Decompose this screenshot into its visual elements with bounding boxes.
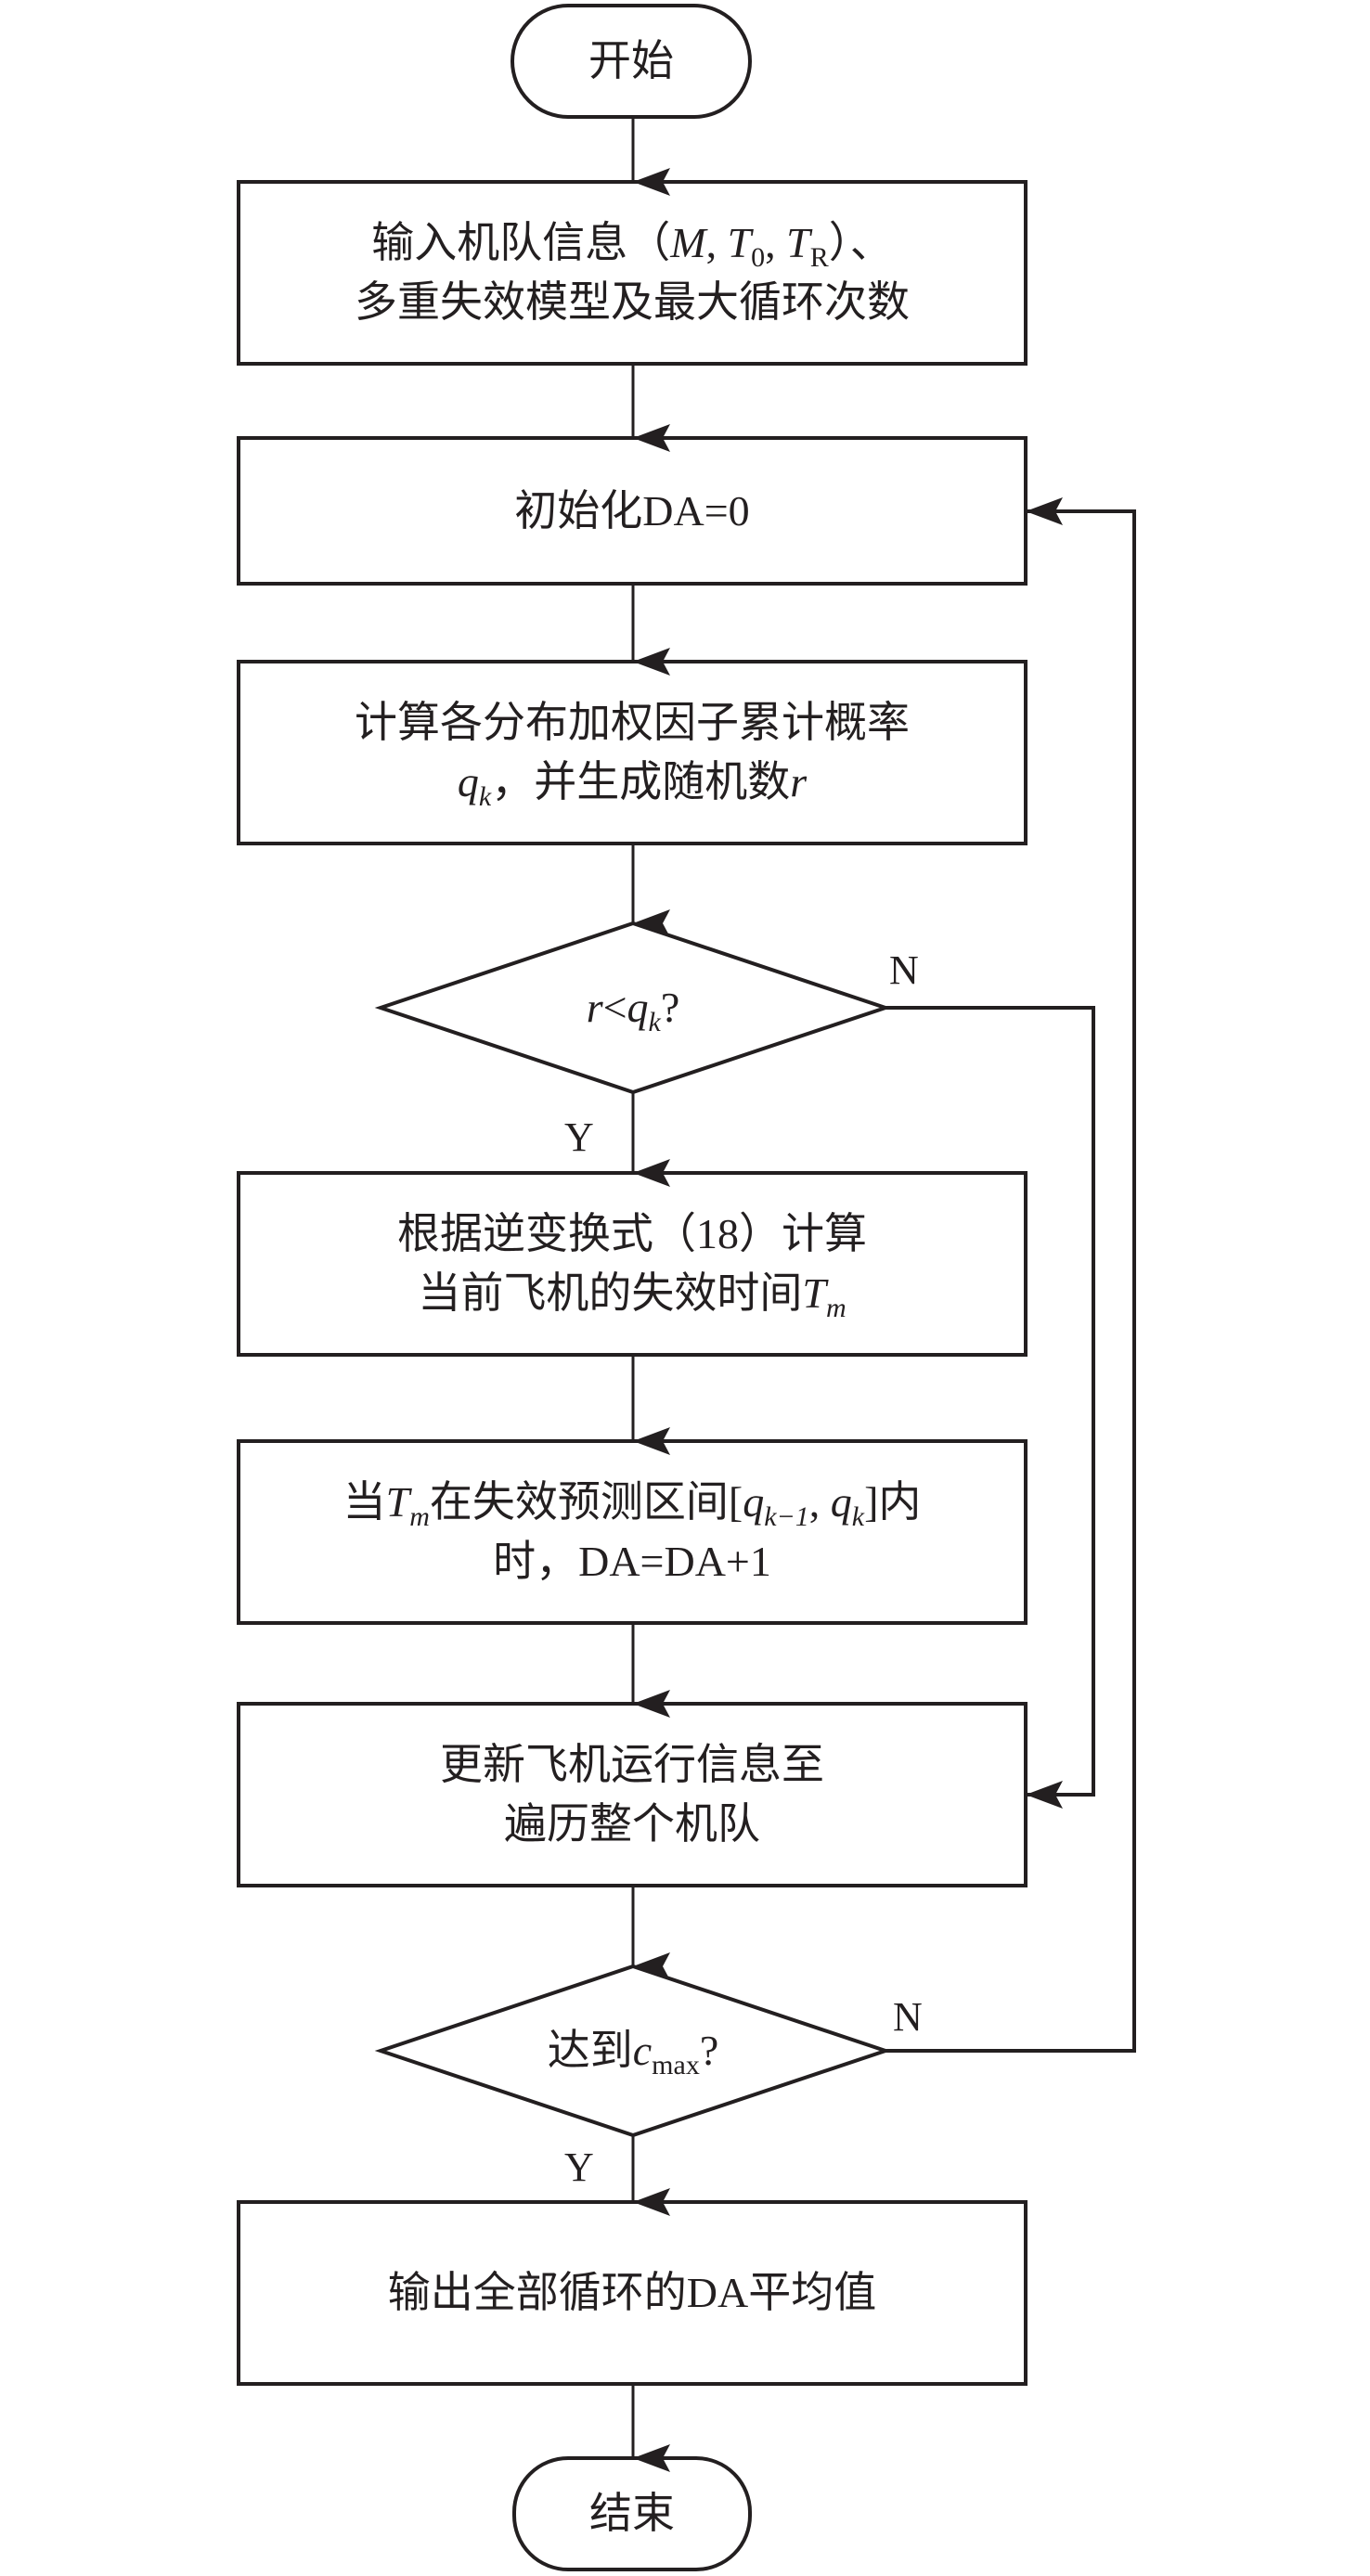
input-box <box>237 180 1028 366</box>
input-text-b: ）、 <box>828 219 893 266</box>
compute-prob-line-2: qk，并生成随机数r <box>458 753 807 812</box>
update-info-line-1: 更新飞机运行信息至 <box>440 1741 824 1788</box>
start-terminator <box>511 4 752 119</box>
var-T0: T <box>727 219 752 266</box>
decision-cmax-text: 达到cmax? <box>548 2021 719 2080</box>
var-T: T <box>385 1478 410 1526</box>
var-q-sub: k <box>851 1501 865 1532</box>
update-da-text-a: 当 <box>342 1478 386 1526</box>
var-TR-sub: R <box>809 242 829 273</box>
update-da-box <box>237 1439 1028 1625</box>
compute-time-text: 当前飞机的失效时间 <box>418 1269 803 1317</box>
input-text-a: 输入机队信息（ <box>371 219 671 266</box>
var-q: q <box>830 1478 852 1526</box>
compute-time-label: 根据逆变换式（18）计算 当前飞机的失效时间Tm <box>239 1173 1026 1355</box>
var-q-sub: k−1 <box>764 1501 809 1532</box>
decision-cmax-no-label: N <box>893 1994 923 2040</box>
update-info-box <box>237 1702 1028 1887</box>
var-M: M <box>670 219 706 266</box>
edge-decision-r-no <box>885 1006 1095 1809</box>
var-q: q <box>457 758 479 805</box>
var-r: r <box>790 758 808 805</box>
start-text: 开始 <box>588 37 674 84</box>
output-label: 输出全部循环的DA平均值 <box>239 2202 1026 2384</box>
var-c: c <box>632 2027 653 2074</box>
var-TR: T <box>786 219 810 266</box>
compute-prob-label: 计算各分布加权因子累计概率 qk，并生成随机数r <box>239 662 1026 844</box>
sep: , <box>808 1478 831 1526</box>
var-q: q <box>627 984 649 1031</box>
var-T: T <box>802 1269 826 1317</box>
compute-time-line-1: 根据逆变换式（18）计算 <box>397 1210 867 1257</box>
update-da-line-1: 当Tm在失效预测区间[qk−1, qk]内 <box>343 1473 922 1532</box>
update-info-line-2: 遍历整个机队 <box>504 1800 760 1848</box>
compute-time-line-2: 当前飞机的失效时间Tm <box>418 1264 846 1323</box>
init-text: 初始化DA=0 <box>514 486 750 535</box>
edge-decision-cmax-no <box>885 497 1136 2053</box>
var-T-sub: m <box>825 1293 847 1323</box>
update-da-text-b: 在失效预测区间[ <box>429 1478 743 1526</box>
output-box <box>237 2200 1028 2386</box>
sep: , <box>765 219 787 266</box>
decision-cmax-prefix: 达到 <box>547 2027 633 2074</box>
update-da-text-c: ]内 <box>864 1478 922 1526</box>
update-da-label: 当Tm在失效预测区间[qk−1, qk]内 时，DA=DA+1 <box>239 1441 1026 1623</box>
var-T-sub: m <box>409 1501 430 1532</box>
decision-r-no-label: N <box>889 947 919 993</box>
compute-prob-mid: ，并生成随机数 <box>491 758 791 805</box>
var-q-sub: k <box>648 1007 661 1037</box>
var-q-sub: k <box>478 781 492 812</box>
var-q: q <box>743 1478 765 1526</box>
end-text: 结束 <box>589 2490 675 2537</box>
compute-prob-line-1: 计算各分布加权因子累计概率 <box>355 699 910 746</box>
output-text: 输出全部循环的DA平均值 <box>387 2269 877 2316</box>
input-line-2: 多重失效模型及最大循环次数 <box>355 278 910 326</box>
decision-r-text: r<qk? <box>587 978 680 1037</box>
decision-r-yes-label: Y <box>564 1114 594 1160</box>
update-info-label: 更新飞机运行信息至 遍历整个机队 <box>239 1704 1026 1886</box>
end-label: 结束 <box>514 2458 750 2570</box>
start-label: 开始 <box>512 6 750 117</box>
decision-cmax-label: 达到cmax? <box>381 1966 885 2135</box>
update-da-line-2: 时，DA=DA+1 <box>493 1538 771 1585</box>
init-label: 初始化DA=0 <box>239 438 1026 584</box>
question-mark: ? <box>660 984 680 1031</box>
decision-r-label: r<qk? <box>381 923 885 1092</box>
input-label: 输入机队信息（M, T0, TR）、 多重失效模型及最大循环次数 <box>239 182 1026 364</box>
sep: , <box>705 219 728 266</box>
var-T0-sub: 0 <box>751 242 766 273</box>
var-c-sub: max <box>652 2050 700 2080</box>
compute-prob-box <box>237 660 1028 845</box>
less-than: < <box>602 984 627 1031</box>
decision-cmax-yes-label: Y <box>564 2145 594 2190</box>
question-mark: ? <box>699 2027 719 2074</box>
var-r: r <box>586 984 603 1031</box>
input-line-1: 输入机队信息（M, T0, TR）、 <box>371 213 893 273</box>
